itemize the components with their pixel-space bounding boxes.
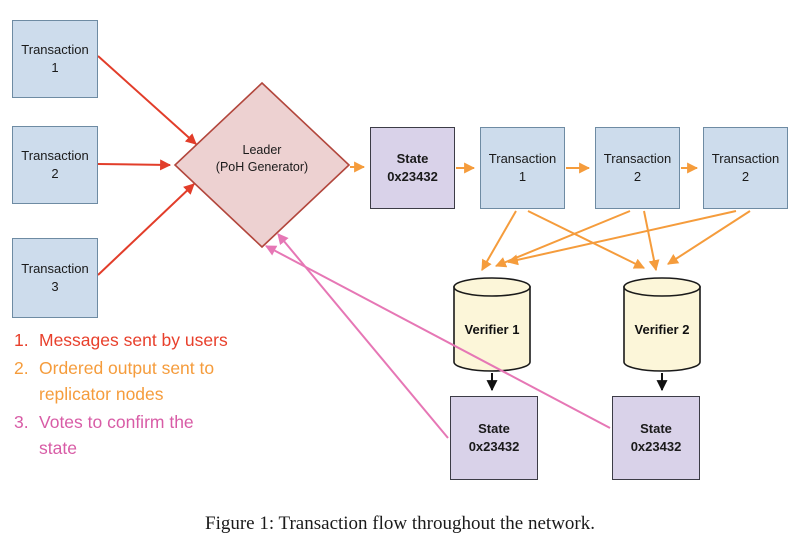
legend-number: 2. bbox=[14, 358, 29, 379]
transaction-input-box-2: Transaction 2 bbox=[12, 126, 98, 204]
box-label: Transaction bbox=[488, 150, 557, 166]
verifier-2-cylinder bbox=[623, 286, 701, 372]
box-label: 2 bbox=[741, 169, 750, 184]
leader-diamond bbox=[173, 81, 351, 249]
legend-number: 1. bbox=[14, 330, 29, 350]
box-label: Transaction bbox=[21, 147, 89, 163]
box-label: Transaction bbox=[21, 41, 89, 57]
box-label: 0x23432 bbox=[468, 439, 520, 454]
leader-label-line1: Leader bbox=[242, 143, 282, 157]
legend-number: 3. bbox=[14, 412, 29, 433]
transaction-input-box-3: Transaction 3 bbox=[12, 238, 98, 318]
transaction-sequence-box-1: Transaction 1 bbox=[480, 127, 565, 209]
leader-label: Leader (PoH Generator) bbox=[182, 142, 342, 176]
verifier-1-label: Verifier 1 bbox=[464, 322, 520, 337]
legend-text: Messages sent by users bbox=[39, 330, 228, 350]
box-label: 2 bbox=[633, 169, 642, 184]
box-label: State bbox=[640, 420, 672, 436]
state-box-verifier-2: State 0x23432 bbox=[612, 396, 700, 480]
transaction-sequence-box-3: Transaction 2 bbox=[703, 127, 788, 209]
transaction-input-box-1: Transaction 1 bbox=[12, 20, 98, 98]
box-label: 0x23432 bbox=[387, 169, 438, 184]
verifier-1-cylinder bbox=[453, 286, 531, 372]
legend-item-messages: 1. Messages sent by users bbox=[14, 328, 235, 353]
leader-label-line2: (PoH Generator) bbox=[215, 159, 309, 174]
box-label: 1 bbox=[518, 169, 527, 184]
ordered-output-arrows bbox=[350, 161, 751, 272]
legend-text: Ordered output sent to replicator nodes bbox=[39, 358, 215, 404]
box-label: State bbox=[478, 420, 510, 436]
box-label: 3 bbox=[51, 279, 59, 294]
box-label: Transaction bbox=[603, 150, 672, 166]
vote-arrows bbox=[265, 233, 611, 439]
state-box-verifier-1: State 0x23432 bbox=[450, 396, 538, 480]
legend-item-votes: 3. Votes to confirm the state bbox=[14, 410, 235, 461]
box-label: 1 bbox=[51, 60, 59, 75]
legend-text: Votes to confirm the state bbox=[39, 412, 194, 458]
box-label: Transaction bbox=[711, 150, 780, 166]
box-label: State bbox=[396, 150, 429, 166]
box-label: Transaction bbox=[21, 260, 89, 276]
legend: 1. Messages sent by users 2. Ordered out… bbox=[14, 328, 235, 464]
user-message-arrows bbox=[97, 55, 197, 276]
box-label: 0x23432 bbox=[630, 439, 682, 454]
legend-item-ordered-output: 2. Ordered output sent to replicator nod… bbox=[14, 356, 235, 407]
figure-caption: Figure 1: Transaction flow throughout th… bbox=[205, 513, 595, 534]
box-label: 2 bbox=[51, 166, 59, 181]
state-box-initial: State 0x23432 bbox=[370, 127, 455, 209]
verifier-1-cylinder-top bbox=[453, 277, 531, 297]
verifier-state-arrows bbox=[486, 373, 668, 392]
verifier-2-cylinder-top bbox=[623, 277, 701, 297]
verifier-cylinders bbox=[453, 277, 701, 372]
transaction-sequence-box-2: Transaction 2 bbox=[595, 127, 680, 209]
verifier-2-label: Verifier 2 bbox=[634, 322, 690, 337]
